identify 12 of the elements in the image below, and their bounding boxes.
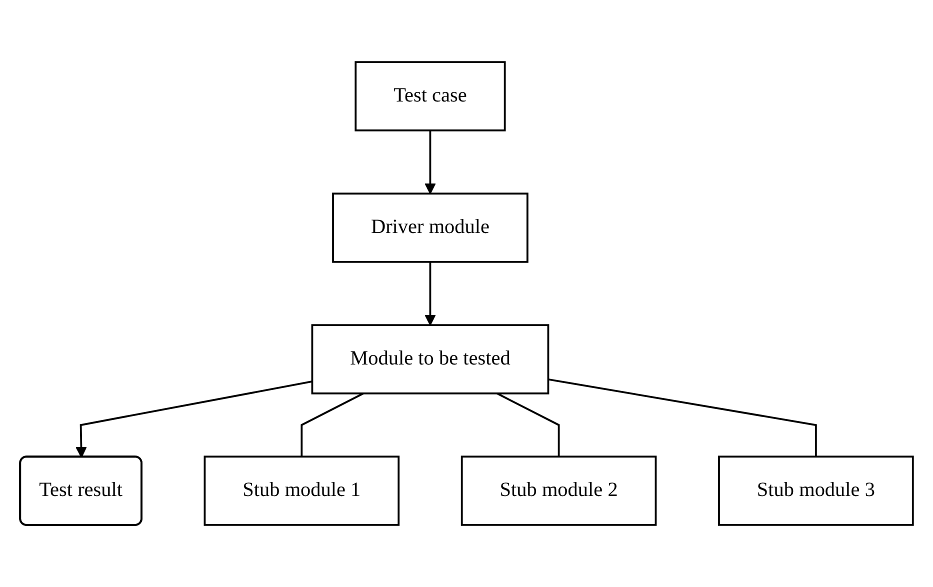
arrow [76, 380, 312, 458]
node-box: Stub module 1 [204, 456, 400, 526]
node-box: Stub module 2 [460, 456, 657, 526]
node-box: Stub module 3 [718, 456, 914, 526]
connector [548, 378, 817, 457]
node-box: Driver module [332, 192, 528, 263]
arrow [424, 262, 436, 326]
connector [300, 392, 364, 457]
connector [496, 392, 560, 457]
node-box: Test case [354, 61, 506, 132]
arrow [424, 130, 436, 194]
node-box: Module to be tested [311, 324, 550, 394]
